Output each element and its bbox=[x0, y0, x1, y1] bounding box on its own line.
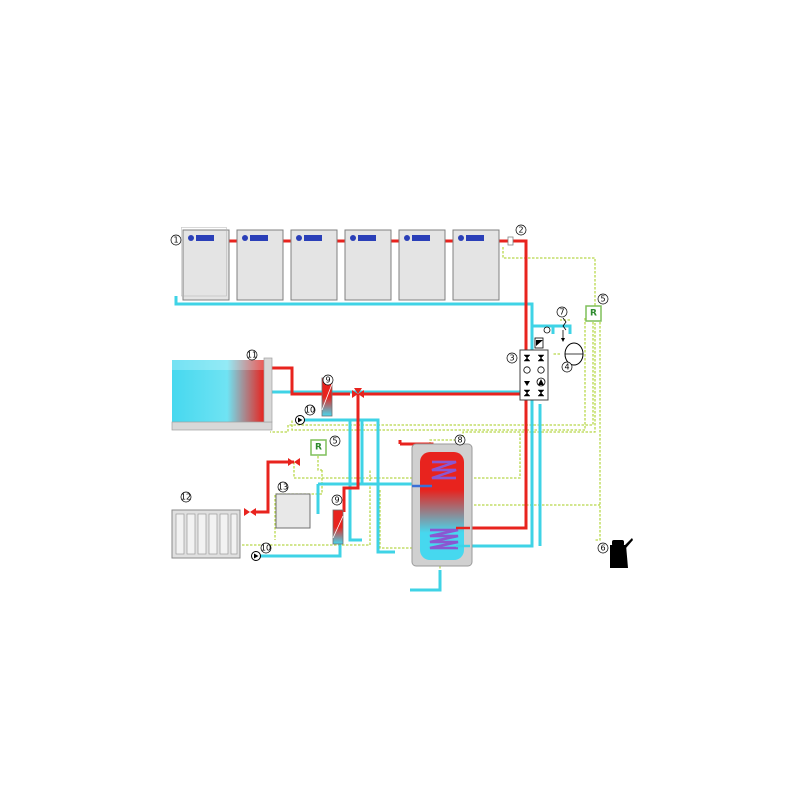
label-10a: 10 bbox=[304, 404, 316, 416]
boiler bbox=[275, 493, 311, 529]
svg-text:6: 6 bbox=[600, 544, 605, 553]
three-way-valve bbox=[352, 388, 364, 398]
label-11: 11 bbox=[246, 349, 258, 361]
label-2: 2 bbox=[515, 224, 527, 236]
solar-collector bbox=[452, 229, 500, 301]
svg-text:8: 8 bbox=[457, 436, 462, 445]
label-8: 8 bbox=[454, 434, 466, 446]
svg-text:7: 7 bbox=[559, 308, 564, 317]
collector-badge-icon bbox=[242, 235, 248, 241]
svg-text:2: 2 bbox=[518, 226, 523, 235]
solar-collector bbox=[398, 229, 446, 301]
svg-text:10: 10 bbox=[305, 406, 315, 415]
three-way-valve bbox=[288, 458, 300, 466]
ground-drain-icon bbox=[610, 538, 633, 568]
collector-badge-icon bbox=[404, 235, 410, 241]
label-5b: 5 bbox=[329, 435, 341, 447]
solar-collector bbox=[181, 227, 230, 301]
controller-symbol: R bbox=[590, 309, 597, 319]
radiator bbox=[171, 509, 241, 559]
solar-collector bbox=[236, 229, 284, 301]
return-temperature-sensor bbox=[543, 326, 551, 334]
label-3: 3 bbox=[506, 352, 518, 364]
pool-circulation-pump bbox=[295, 415, 305, 425]
collector-badge-icon bbox=[296, 235, 302, 241]
solar-collector bbox=[290, 229, 338, 301]
svg-text:9: 9 bbox=[334, 496, 339, 505]
label-5a: 5 bbox=[597, 293, 609, 305]
svg-text:13: 13 bbox=[278, 483, 288, 492]
label-7: 7 bbox=[556, 306, 568, 318]
expansion-vessel bbox=[564, 342, 584, 366]
controller-symbol: R bbox=[315, 443, 322, 453]
heating-controller: R bbox=[310, 439, 327, 456]
svg-text:5: 5 bbox=[600, 295, 605, 304]
solar-pump-station bbox=[519, 337, 549, 401]
svg-text:10: 10 bbox=[261, 544, 271, 553]
hot-water-storage-tank bbox=[411, 443, 473, 567]
collector-badge-icon bbox=[458, 235, 464, 241]
label-9a: 9 bbox=[322, 374, 334, 386]
signal-wiring bbox=[242, 247, 601, 570]
collector-badge-icon bbox=[188, 235, 194, 241]
radiator-valve bbox=[244, 508, 256, 516]
heating-circulation-pump bbox=[251, 551, 261, 561]
solar-collector bbox=[344, 229, 392, 301]
callout-labels: 1 2 3 4 5 5 6 7 8 9 9 10 10 11 12 13 bbox=[170, 224, 609, 554]
label-4: 4 bbox=[561, 361, 573, 373]
cold-pipes bbox=[174, 296, 572, 592]
label-6: 6 bbox=[597, 542, 609, 554]
svg-text:1: 1 bbox=[173, 236, 178, 245]
svg-text:9: 9 bbox=[325, 376, 330, 385]
label-12: 12 bbox=[180, 491, 192, 503]
plate-heat-exchanger bbox=[332, 509, 344, 545]
svg-text:11: 11 bbox=[247, 351, 257, 360]
svg-text:12: 12 bbox=[181, 493, 191, 502]
collector-temperature-sensor bbox=[507, 236, 514, 246]
safety-valve bbox=[561, 317, 567, 342]
solar-controller: R bbox=[585, 305, 602, 322]
collector-badge-icon bbox=[350, 235, 356, 241]
svg-text:5: 5 bbox=[332, 437, 337, 446]
solar-collector-array bbox=[181, 227, 500, 301]
svg-text:4: 4 bbox=[564, 363, 569, 372]
label-13: 13 bbox=[277, 481, 289, 493]
svg-text:3: 3 bbox=[509, 354, 514, 363]
label-1: 1 bbox=[170, 234, 182, 246]
label-9b: 9 bbox=[331, 494, 343, 506]
label-10b: 10 bbox=[260, 542, 272, 554]
swimming-pool bbox=[171, 357, 273, 431]
